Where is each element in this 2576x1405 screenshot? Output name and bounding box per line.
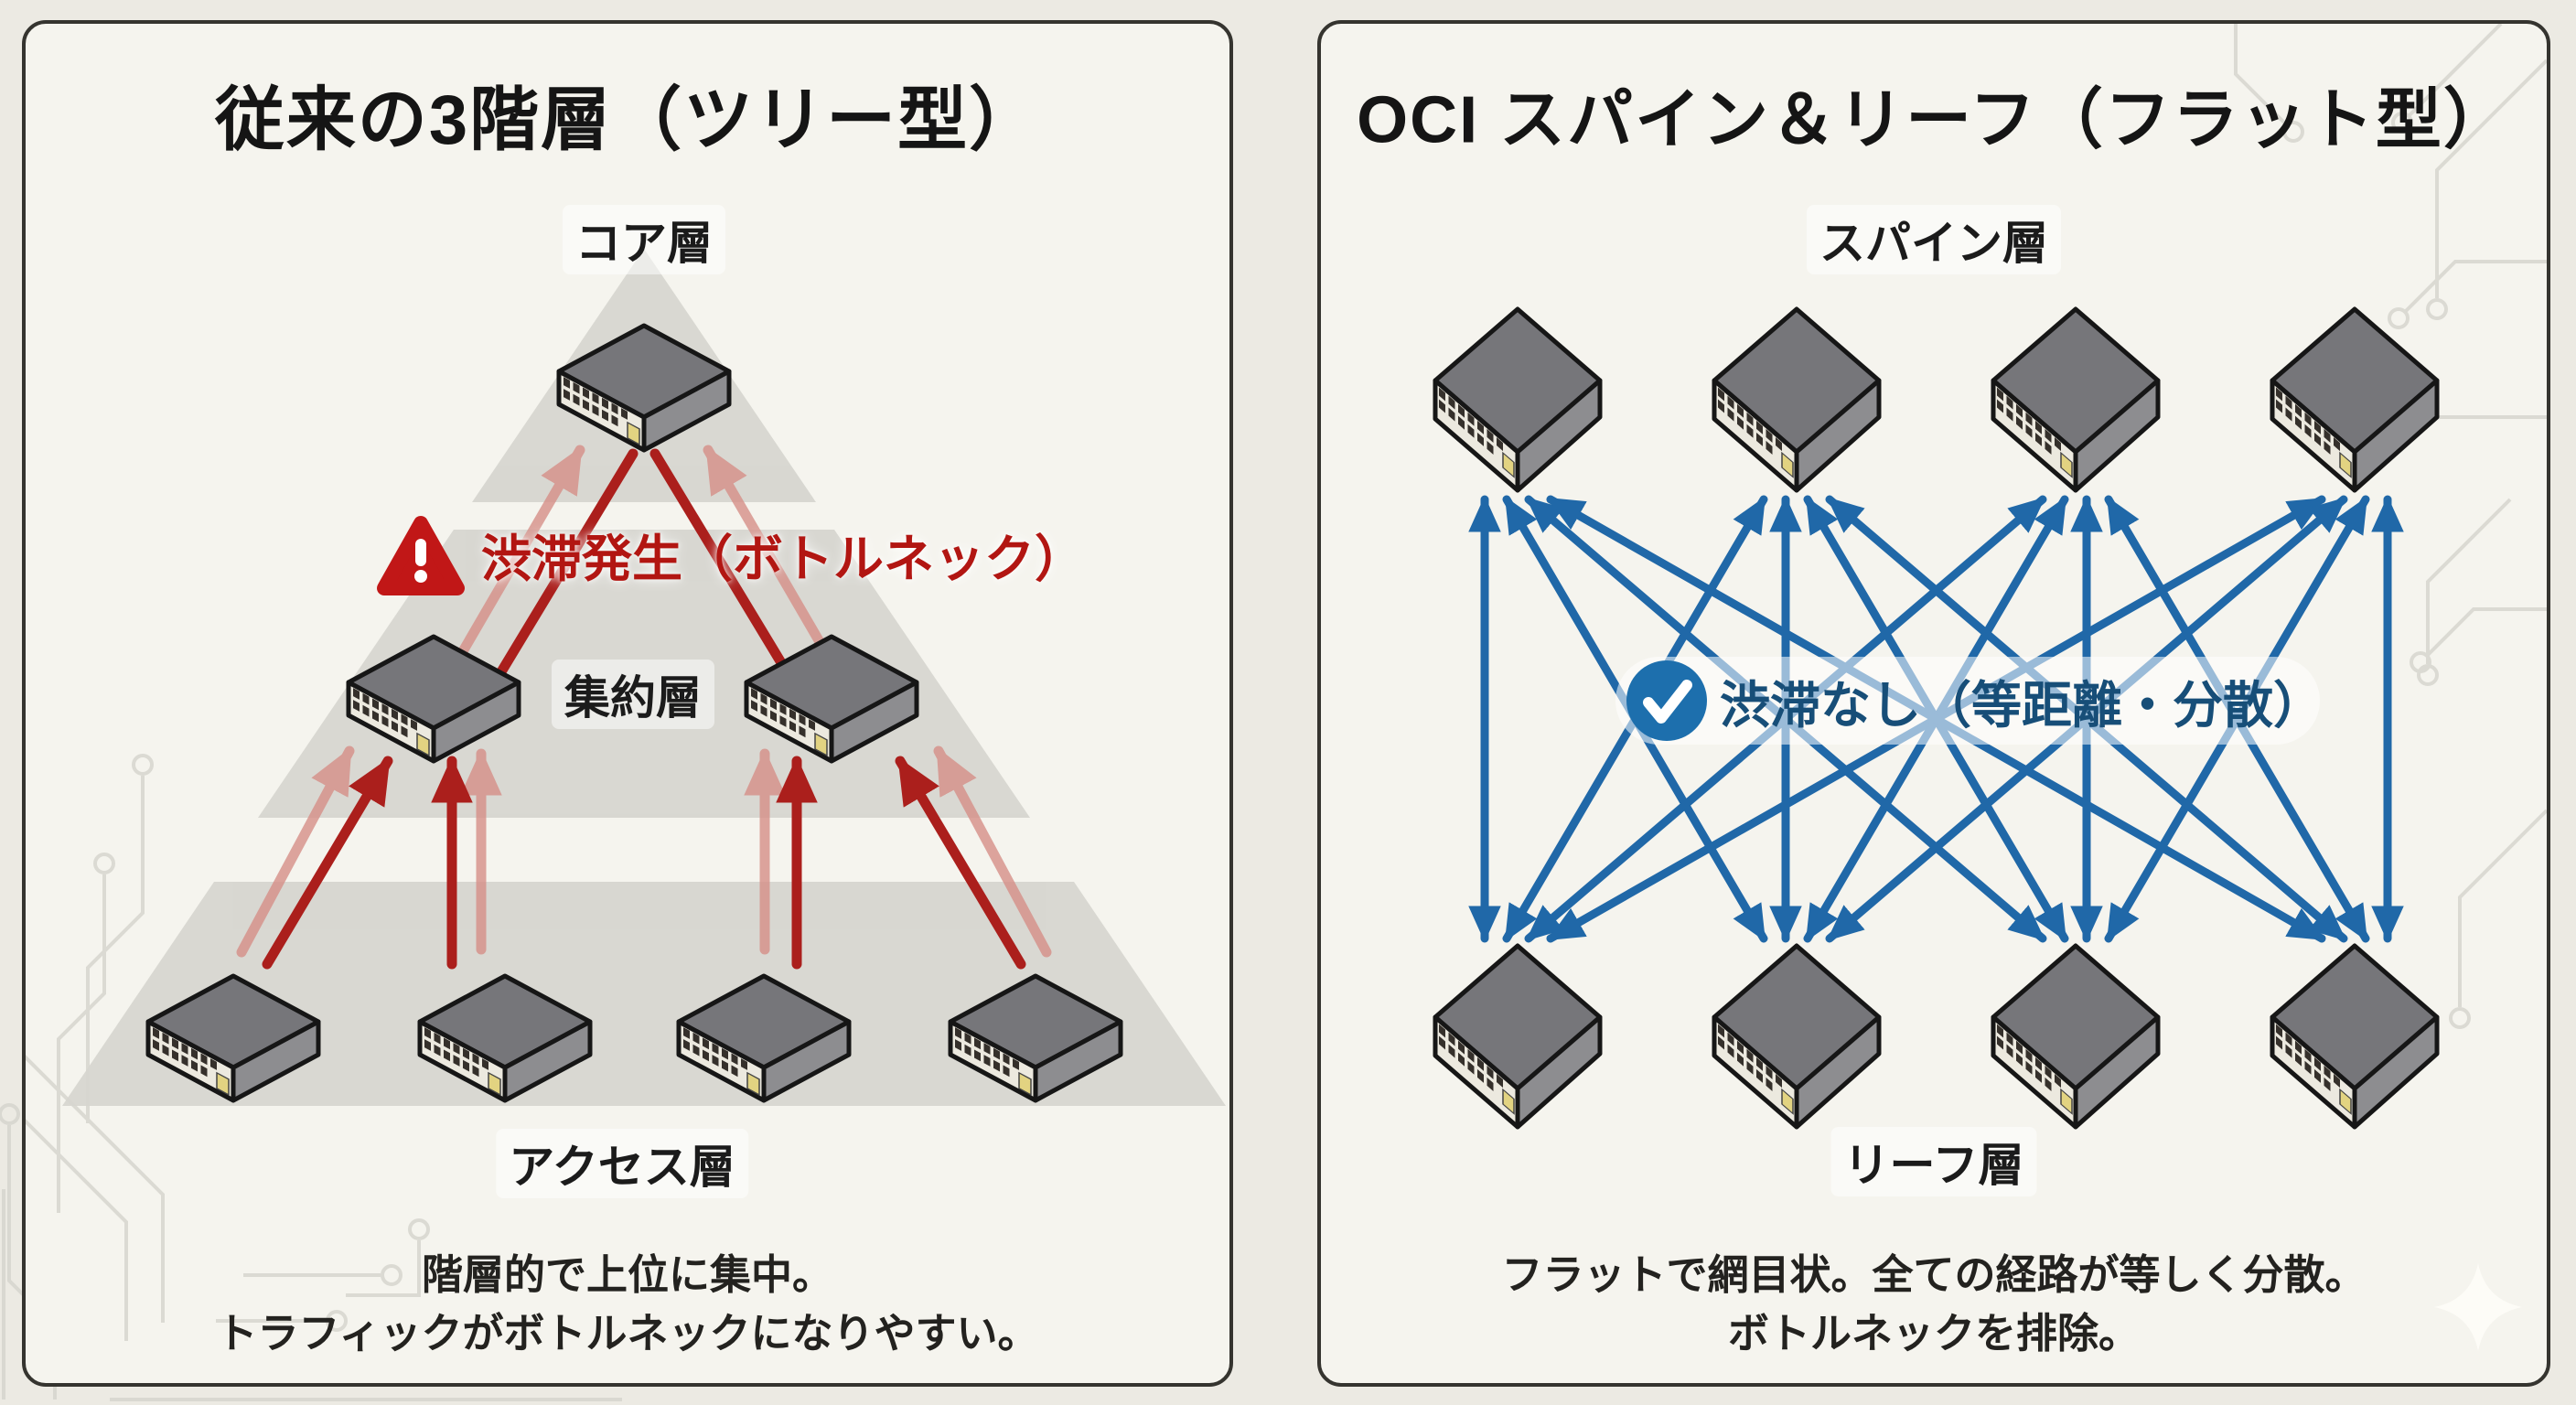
circuit-pattern-decoration bbox=[26, 754, 430, 1341]
core-layer-label: コア層 bbox=[563, 205, 725, 274]
leaf-layer-label: リーフ層 bbox=[1830, 1127, 2037, 1196]
leaf-switch-icon bbox=[2272, 946, 2437, 1127]
spine-switch-icon bbox=[1435, 309, 1600, 490]
check-badge-icon bbox=[1615, 657, 2320, 745]
caption-line: 階層的で上位に集中。 bbox=[421, 1251, 833, 1298]
left-panel-caption: 階層的で上位に集中。 トラフィックがボトルネックになりやすい。 bbox=[26, 1246, 1229, 1363]
right-panel-caption: フラットで網目状。全ての経路が等しく分散。 ボトルネックを排除。 bbox=[1321, 1246, 2547, 1363]
bottleneck-warning-label: 渋滞発生（ボトルネック） bbox=[481, 531, 1086, 587]
spine-switch-icon bbox=[1714, 309, 1879, 490]
traditional-tree-panel: 従来の3階層（ツリー型） コア層 集約層 アクセス層 渋滞発生（ボトルネック） … bbox=[22, 20, 1233, 1387]
no-congestion-badge-label: 渋滞なし（等距離・分散） bbox=[1720, 677, 2324, 734]
spine-switch-icon bbox=[2272, 309, 2437, 490]
caption-line: ボトルネックを排除。 bbox=[1727, 1310, 2140, 1357]
warning-triangle-icon bbox=[377, 516, 465, 595]
spine-leaf-panel: OCI スパイン＆リーフ（フラット型） スパイン層 リーフ層 渋滞なし（等距離・… bbox=[1317, 20, 2550, 1387]
sparkle-logo-icon bbox=[2434, 1263, 2522, 1351]
right-panel-title: OCI スパイン＆リーフ（フラット型） bbox=[1357, 83, 2511, 157]
spine-layer-label: スパイン層 bbox=[1807, 205, 2061, 274]
spine-switch-icon bbox=[1993, 309, 2158, 490]
uplink-arrow bbox=[262, 756, 393, 970]
caption-line: トラフィックがボトルネックになりやすい。 bbox=[216, 1310, 1039, 1357]
leaf-switch-icon bbox=[1714, 946, 1879, 1127]
aggregation-layer-label: 集約層 bbox=[552, 660, 714, 729]
spine-leaf-topology-diagram bbox=[1321, 24, 2547, 1351]
leaf-switch-icon bbox=[1435, 946, 1600, 1127]
caption-line: フラットで網目状。全ての経路が等しく分散。 bbox=[1501, 1251, 2367, 1298]
uplink-arrow bbox=[895, 756, 1026, 970]
uplink-arrow bbox=[933, 745, 1052, 958]
leaf-switch-icon bbox=[1993, 946, 2158, 1127]
circuit-pattern-decoration bbox=[2234, 24, 2547, 1029]
access-layer-label: アクセス層 bbox=[496, 1129, 748, 1198]
left-panel-title: 従来の3階層（ツリー型） bbox=[214, 81, 1041, 159]
uplink-arrow bbox=[236, 745, 355, 958]
